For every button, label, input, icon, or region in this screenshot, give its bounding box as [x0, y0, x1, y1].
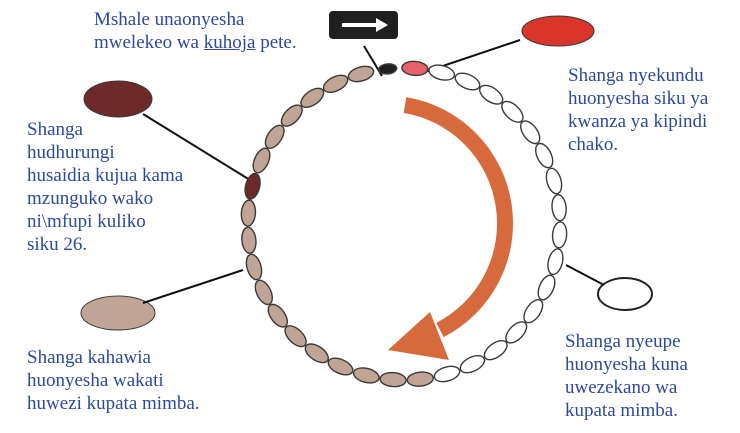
tan-bead	[352, 365, 381, 385]
tan-bead	[302, 340, 331, 366]
white-bead	[532, 141, 556, 171]
arrow-label-post: pete.	[255, 32, 296, 53]
tan-bead	[241, 227, 258, 254]
white-bead	[433, 364, 462, 385]
tan-bead-label: Shanga kahawia huonyesha wakati huwezi k…	[27, 346, 267, 415]
tan-bead	[250, 146, 273, 175]
white-bead	[453, 70, 482, 93]
white-bead	[535, 273, 558, 302]
white-bead	[552, 221, 568, 248]
tan-bead	[326, 355, 355, 378]
marker-bead	[378, 63, 397, 75]
tan-bead-sample	[81, 296, 155, 330]
brown-bead-sample	[84, 81, 152, 117]
red-bead	[401, 61, 428, 77]
tan-bead	[252, 278, 276, 308]
white-bead	[544, 167, 565, 196]
arrow-label-pre: mwelekeo wa	[94, 32, 204, 53]
brown-bead-label: Shanga hudhurungi husaidia kujua kama mz…	[27, 118, 217, 256]
white-bead	[551, 194, 568, 221]
tan-bead	[262, 122, 288, 151]
rotation-arrow	[388, 105, 505, 360]
white-bead	[477, 82, 506, 108]
arrow-label-line1: Mshale unaonyesha	[94, 9, 244, 30]
tan-bead	[347, 64, 376, 85]
white-bead-sample	[598, 278, 652, 310]
tan-bead	[407, 371, 434, 388]
white-bead	[427, 63, 456, 83]
white-bead	[520, 297, 546, 326]
red-bead-sample	[522, 16, 594, 46]
white-bead	[458, 352, 488, 376]
white-bead	[545, 247, 565, 276]
tan-bead	[244, 253, 265, 282]
white-bead-label: Shanga nyeupe huonyesha kuna uwezekano w…	[565, 330, 740, 422]
tan-bead	[241, 200, 257, 227]
arrow-direction-label: Mshale unaonyesha mwelekeo wa kuhoja pet…	[94, 8, 364, 54]
tan-bead	[380, 372, 407, 388]
tan-bead	[321, 72, 351, 96]
red-bead-label: Shanga nyekundu huonyesha siku ya kwanza…	[568, 64, 740, 156]
arrow-label-underlined: kuhoja	[204, 32, 256, 53]
